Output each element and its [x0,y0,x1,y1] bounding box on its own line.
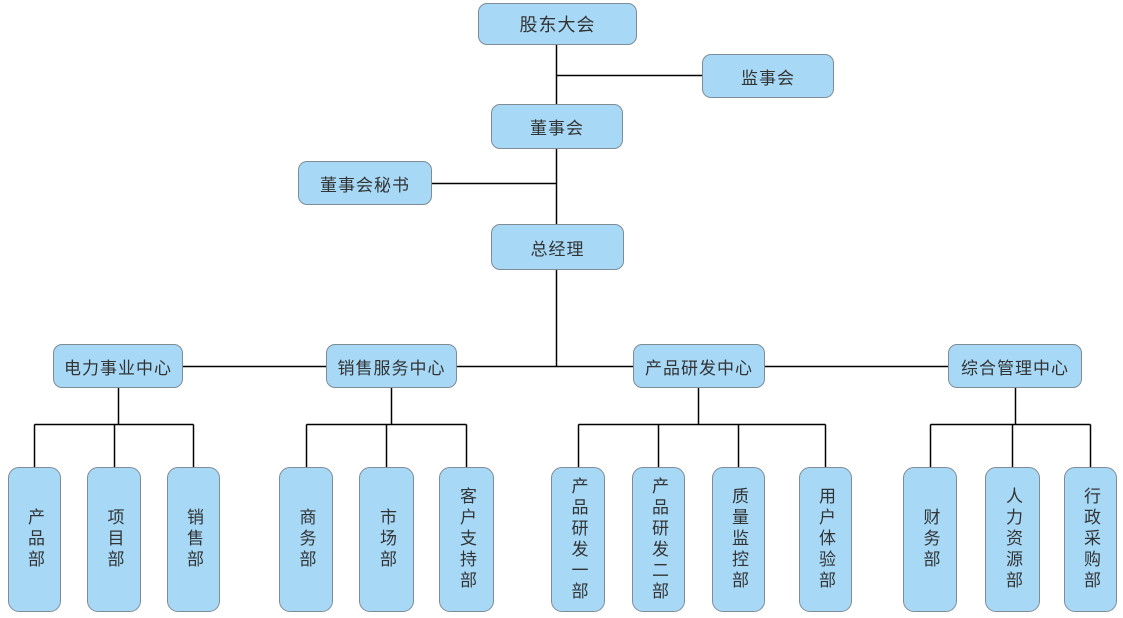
node-center-general-management[interactable]: 综合管理中心 [948,344,1082,388]
node-board-of-directors[interactable]: 董事会 [491,104,623,149]
node-label: 项目部 [104,508,124,571]
node-dept-product-rd-1[interactable]: 产品研发一部 [551,467,605,612]
node-center-electric-power[interactable]: 电力事业中心 [53,344,183,388]
node-label: 董事会 [530,119,584,138]
node-dept-customer-support[interactable]: 客户支持部 [439,467,494,612]
node-shareholders-meeting[interactable]: 股东大会 [478,3,637,45]
node-label: 客户支持部 [457,487,476,592]
node-dept-sales[interactable]: 销售部 [167,467,220,612]
node-dept-project[interactable]: 项目部 [87,467,141,612]
node-label: 综合管理中心 [961,358,1069,378]
node-label: 监事会 [741,68,795,88]
node-label: 财务部 [920,508,940,571]
node-label: 用户体验部 [816,487,835,592]
node-general-manager[interactable]: 总经理 [491,224,624,270]
node-dept-quality-control[interactable]: 质量监控部 [712,467,765,612]
node-label: 质量监控部 [729,487,748,592]
node-label: 销售部 [184,508,203,571]
node-label: 行政采购部 [1081,487,1100,592]
node-dept-marketing[interactable]: 市场部 [359,467,414,612]
node-center-sales-service[interactable]: 销售服务中心 [326,344,457,388]
node-dept-admin-procurement[interactable]: 行政采购部 [1064,467,1117,612]
node-dept-finance[interactable]: 财务部 [903,467,957,612]
node-dept-human-resources[interactable]: 人力资源部 [985,467,1040,612]
node-label: 人力资源部 [1003,487,1022,592]
node-board-secretary[interactable]: 董事会秘书 [298,161,432,205]
node-label: 产品研发二部 [649,476,668,603]
node-label: 销售服务中心 [337,358,446,378]
node-supervisory-board[interactable]: 监事会 [702,54,834,98]
node-label: 市场部 [377,508,396,571]
node-dept-user-experience[interactable]: 用户体验部 [799,467,852,612]
node-label: 董事会秘书 [320,175,410,195]
node-dept-commerce[interactable]: 商务部 [279,467,333,612]
node-label: 产品研发一部 [568,476,588,603]
node-center-product-rd[interactable]: 产品研发中心 [633,344,765,388]
node-label: 商务部 [296,508,316,571]
node-label: 产品部 [25,508,44,571]
node-dept-product[interactable]: 产品部 [8,467,61,612]
node-label: 总经理 [530,239,585,259]
node-label: 电力事业中心 [64,358,172,378]
node-label: 产品研发中心 [645,358,753,378]
node-label: 股东大会 [519,15,596,35]
node-dept-product-rd-2[interactable]: 产品研发二部 [632,467,685,612]
